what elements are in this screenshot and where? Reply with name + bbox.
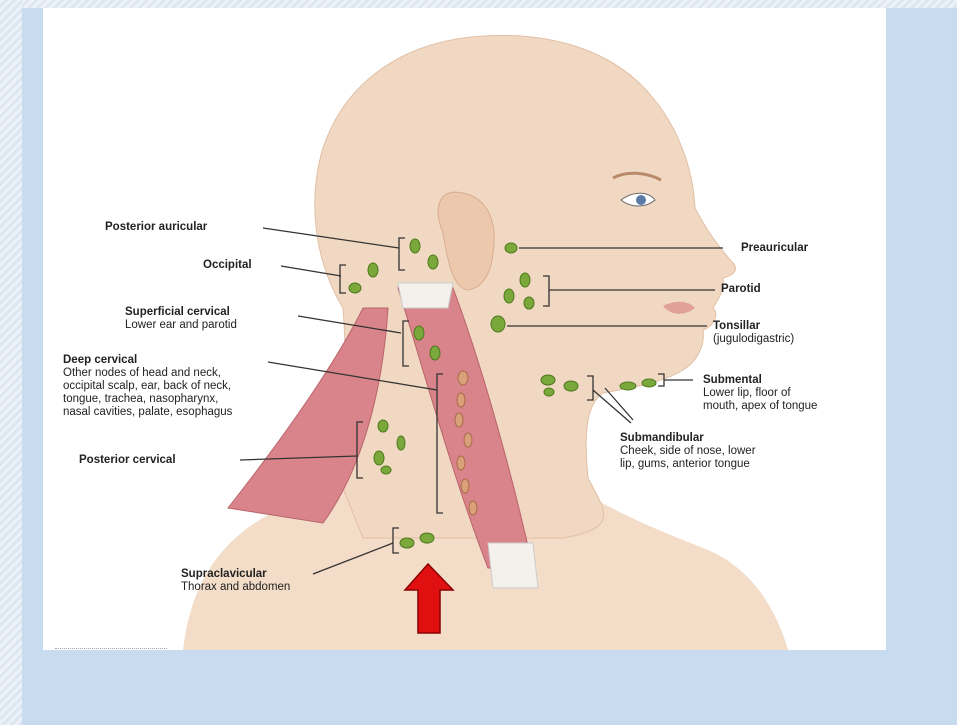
label-supraclavicular: Supraclavicular Thorax and abdomen [181, 568, 290, 594]
label-submental: Submental Lower lip, floor of mouth, ape… [703, 374, 817, 413]
label-preauricular: Preauricular [741, 242, 808, 255]
label-posterior-auricular: Posterior auricular [105, 221, 207, 234]
label-posterior-cervical: Posterior cervical [79, 454, 176, 467]
top-border-strip [22, 0, 957, 8]
label-deep-cervical: Deep cervical Other nodes of head and ne… [63, 354, 232, 419]
label-submandibular: Submandibular Cheek, side of nose, lower… [620, 432, 756, 471]
diagram-slide: Posterior auricular Occipital Superficia… [43, 8, 886, 650]
label-occipital: Occipital [203, 259, 252, 272]
caption-underline [55, 648, 167, 649]
muscle-tendon-bottom [488, 543, 538, 588]
left-border-strip [0, 0, 22, 725]
label-parotid: Parotid [721, 283, 761, 296]
label-tonsillar: Tonsillar (jugulodigastric) [713, 320, 794, 346]
muscle-tendon-top [398, 283, 453, 308]
label-superficial-cervical: Superficial cervical Lower ear and parot… [125, 306, 237, 332]
iris [636, 195, 646, 205]
